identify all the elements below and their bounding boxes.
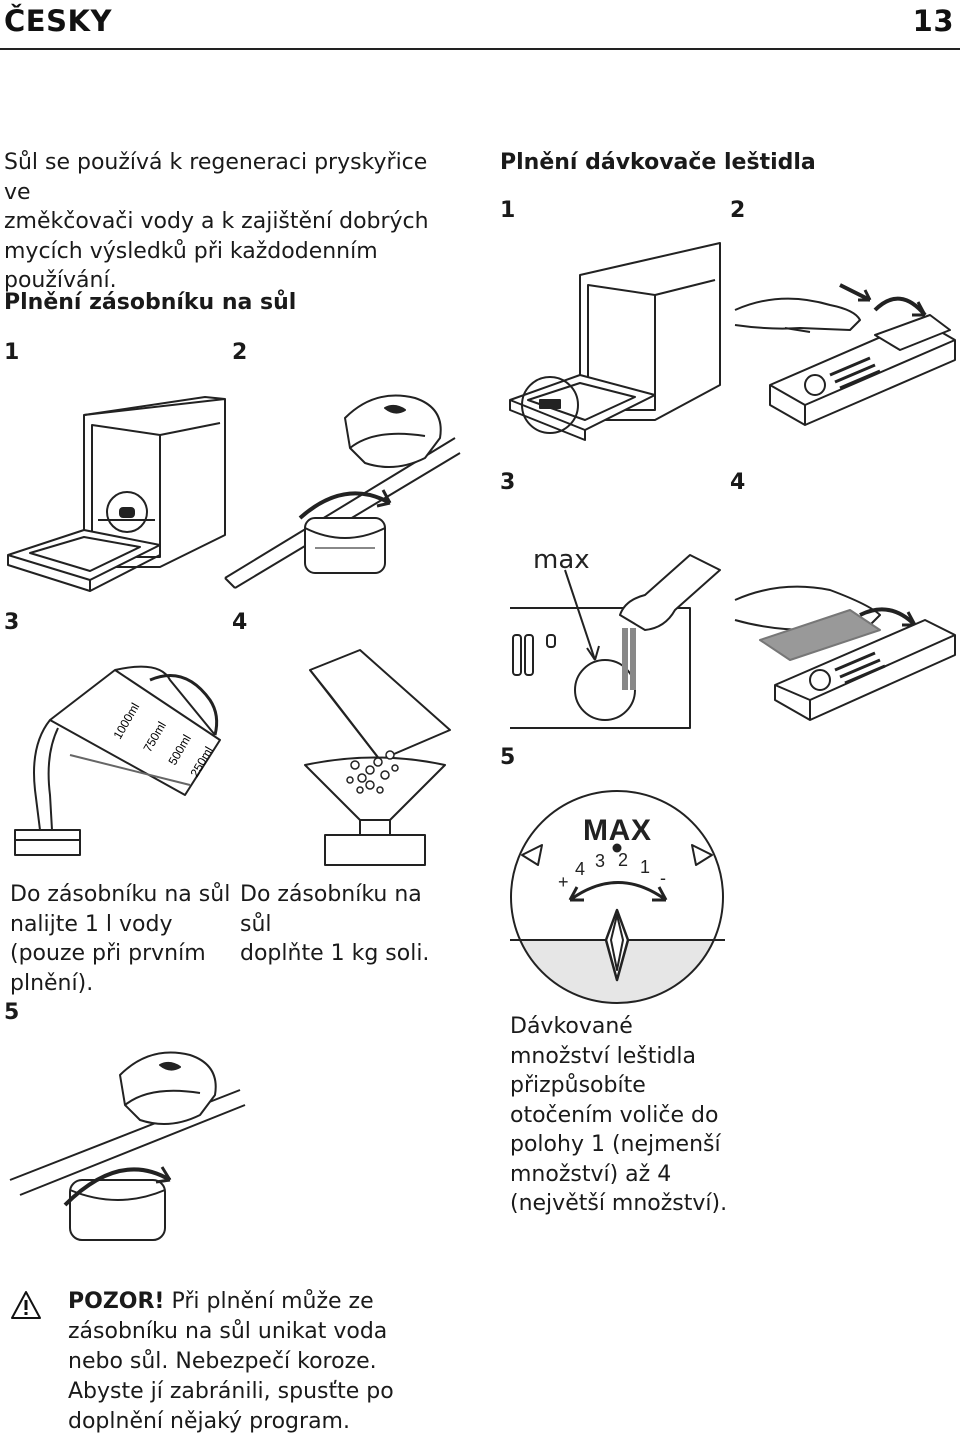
dial-number-3: 3 xyxy=(595,851,605,871)
salt-step-5-label: 5 xyxy=(4,1000,20,1025)
dishwasher-rinse-illustration xyxy=(509,242,721,441)
dial-minus: - xyxy=(660,868,666,888)
salt-step-3-label: 3 xyxy=(4,610,20,635)
rinse-pour-illustration xyxy=(510,554,721,729)
caption-line: Do zásobníku na sůl xyxy=(10,882,231,907)
caption-line: Dávkované xyxy=(510,1014,633,1039)
caption-line: nalijte 1 l vody xyxy=(10,911,173,937)
rinse-section-heading: Plnění dávkovače leštidla xyxy=(500,150,816,175)
dial-number-2: 2 xyxy=(618,850,628,870)
caption-line: polohy 1 (nejmenší xyxy=(510,1132,721,1157)
rinse-step-5-label: 5 xyxy=(500,745,516,770)
warning-line: zásobníku na sůl unikat voda xyxy=(68,1319,388,1344)
warning-first-line: POZOR! Při plnění může ze xyxy=(68,1287,488,1317)
max-label: max xyxy=(533,545,590,575)
salt-step-2-label: 2 xyxy=(232,340,248,365)
warning-block: POZOR! Při plnění může ze zásobníku na s… xyxy=(68,1287,488,1437)
dial-plus: + xyxy=(558,872,569,892)
rinse-dispenser-close-illustration xyxy=(734,585,956,721)
dishwasher-open-illustration xyxy=(7,396,226,592)
salt-step-4-caption: Do zásobníku na sůl doplňte 1 kg soli. xyxy=(240,880,460,969)
intro-line: Sůl se používá k regeneraci pryskyřice v… xyxy=(4,150,428,205)
intro-line: používání. xyxy=(4,268,117,293)
salt-step-1-label: 1 xyxy=(4,340,20,365)
page-number: 13 xyxy=(912,4,954,38)
caption-line: otočením voliče do xyxy=(510,1102,719,1128)
warning-line: nebo sůl. Nebezpečí koroze. xyxy=(68,1349,377,1374)
caption-line: množství leštidla xyxy=(510,1043,697,1069)
salt-funnel-illustration xyxy=(304,649,451,866)
salt-step-3-caption: Do zásobníku na sůl nalijte 1 l vody (po… xyxy=(10,880,235,998)
warning-line: doplnění nějaký program. xyxy=(68,1409,350,1434)
rinse-step-2-label: 2 xyxy=(730,198,746,223)
measuring-jug-illustration: 1000ml 750ml 500ml 250ml xyxy=(14,665,221,856)
intro-line: mycích výsledků při každodenním xyxy=(4,238,378,264)
language-heading: ČESKY xyxy=(4,4,112,38)
rinse-step-3-label: 3 xyxy=(500,470,516,495)
caption-line: plnění). xyxy=(10,970,94,996)
warning-line: Abyste jí zabránili, spusťte po xyxy=(68,1379,394,1404)
salt-cap-removal-illustration xyxy=(224,394,461,589)
warning-triangle-icon xyxy=(11,1291,41,1319)
caption-line: přizpůsobíte xyxy=(510,1073,646,1098)
caption-line: (pouze při prvním xyxy=(10,941,206,966)
salt-section-heading: Plnění zásobníku na sůl xyxy=(4,290,297,315)
rinse-dispenser-open-illustration xyxy=(734,283,956,426)
salt-step-4-label: 4 xyxy=(232,610,248,635)
dial-position-dot xyxy=(612,843,622,853)
rinse-step-5-caption: Dávkované množství leštidla přizpůsobíte… xyxy=(510,1012,760,1219)
dial-number-1: 1 xyxy=(640,857,650,877)
header-rule xyxy=(0,48,960,50)
warning-first-line-rest: Při plnění může ze xyxy=(164,1289,374,1314)
dial-number-4: 4 xyxy=(575,859,585,879)
caption-line: doplňte 1 kg soli. xyxy=(240,941,430,966)
salt-cap-closing-illustration xyxy=(9,1051,246,1241)
caption-line: (největší množství). xyxy=(510,1191,728,1216)
warning-title: POZOR! xyxy=(68,1289,165,1314)
intro-paragraph: Sůl se používá k regeneraci pryskyřice v… xyxy=(4,148,444,296)
rinse-dial-illustration: MAX + 4 3 2 1 - xyxy=(510,790,725,1004)
caption-line: množství) až 4 xyxy=(510,1161,672,1187)
dial-max-text: MAX xyxy=(583,814,651,847)
intro-line: změkčovači vody a k zajištění dobrých xyxy=(4,209,429,234)
rinse-step-4-label: 4 xyxy=(730,470,746,495)
caption-line: Do zásobníku na sůl xyxy=(240,882,422,937)
rinse-step-1-label: 1 xyxy=(500,198,516,223)
